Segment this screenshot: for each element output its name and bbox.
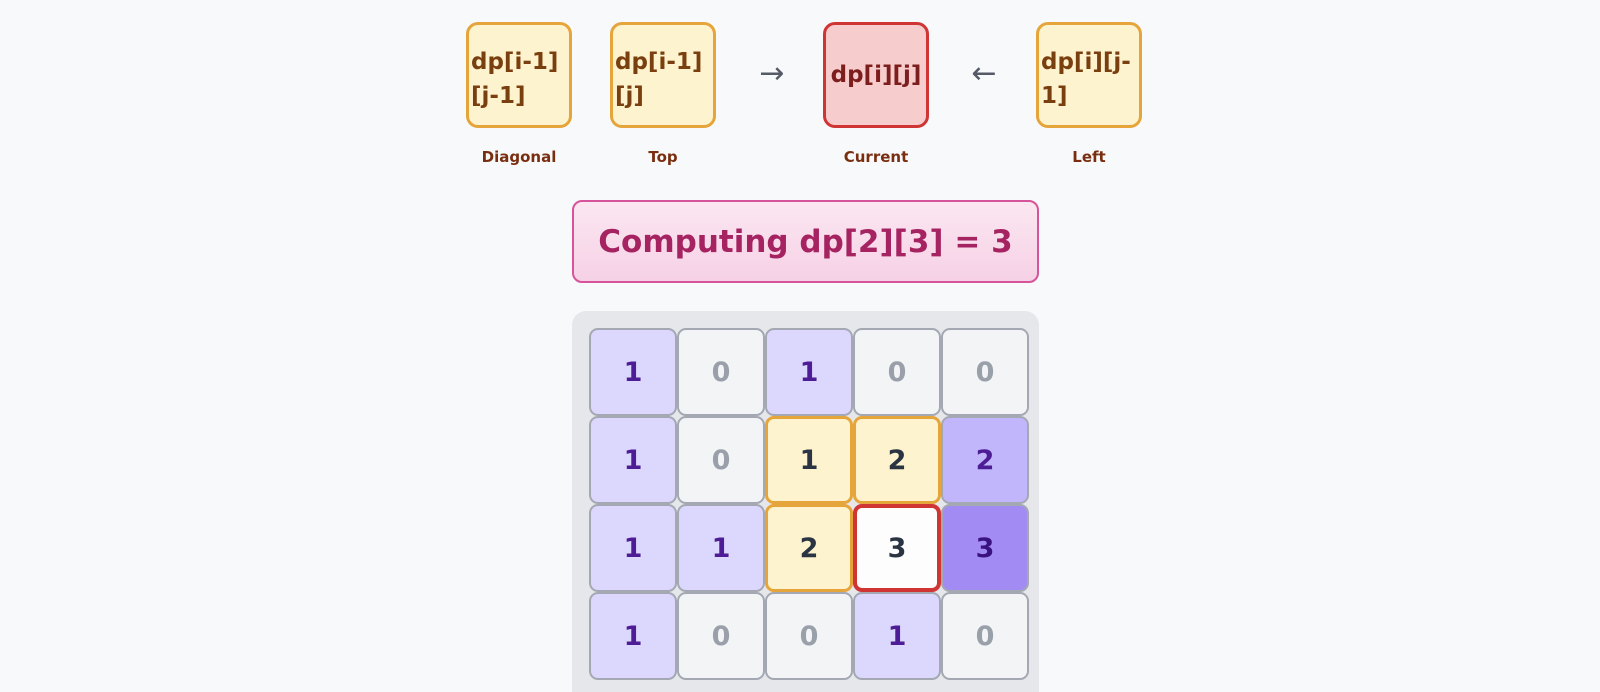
grid-cell-r0-c2: 1 (765, 328, 853, 416)
grid-cell-r0-c3: 0 (853, 328, 941, 416)
grid-cell-r2-c4: 3 (941, 504, 1029, 592)
grid-cell-r1-c2: 1 (765, 416, 853, 504)
grid-cell-r1-c0: 1 (589, 416, 677, 504)
grid-cell-r1-c4: 2 (941, 416, 1029, 504)
legend-diagonal: dp[i-1][j-1] Diagonal (466, 22, 576, 166)
grid-cell-r2-c3: 3 (853, 504, 941, 592)
legend-top: dp[i-1][j] Top (610, 22, 720, 166)
arrow-right-icon: → (759, 56, 785, 91)
legend-current: dp[i][j] Current (823, 22, 933, 166)
grid-cell-r3-c2: 0 (765, 592, 853, 680)
grid-cell-r2-c1: 1 (677, 504, 765, 592)
legend-diagonal-box: dp[i-1][j-1] (466, 22, 572, 128)
grid-cell-r3-c0: 1 (589, 592, 677, 680)
legend-top-caption: Top (648, 148, 678, 166)
legend-top-box: dp[i-1][j] (610, 22, 716, 128)
grid-cell-r2-c2: 2 (765, 504, 853, 592)
legend-left-box: dp[i][j-1] (1036, 22, 1142, 128)
grid-cell-r1-c1: 0 (677, 416, 765, 504)
legend-diagonal-caption: Diagonal (481, 148, 557, 166)
grid-cell-r0-c4: 0 (941, 328, 1029, 416)
grid-cell-r1-c3: 2 (853, 416, 941, 504)
grid-cell-r3-c3: 1 (853, 592, 941, 680)
status-banner: Computing dp[2][3] = 3 (572, 200, 1039, 283)
legend-left-caption: Left (1072, 148, 1106, 166)
legend-current-caption: Current (843, 148, 909, 166)
grid-cell-r2-c0: 1 (589, 504, 677, 592)
grid-cell-r0-c0: 1 (589, 328, 677, 416)
legend-left: dp[i][j-1] Left (1036, 22, 1146, 166)
grid-cell-r0-c1: 0 (677, 328, 765, 416)
legend-current-box: dp[i][j] (823, 22, 929, 128)
grid-cell-r3-c1: 0 (677, 592, 765, 680)
arrow-left-icon: ← (971, 56, 997, 91)
grid-cell-r3-c4: 0 (941, 592, 1029, 680)
